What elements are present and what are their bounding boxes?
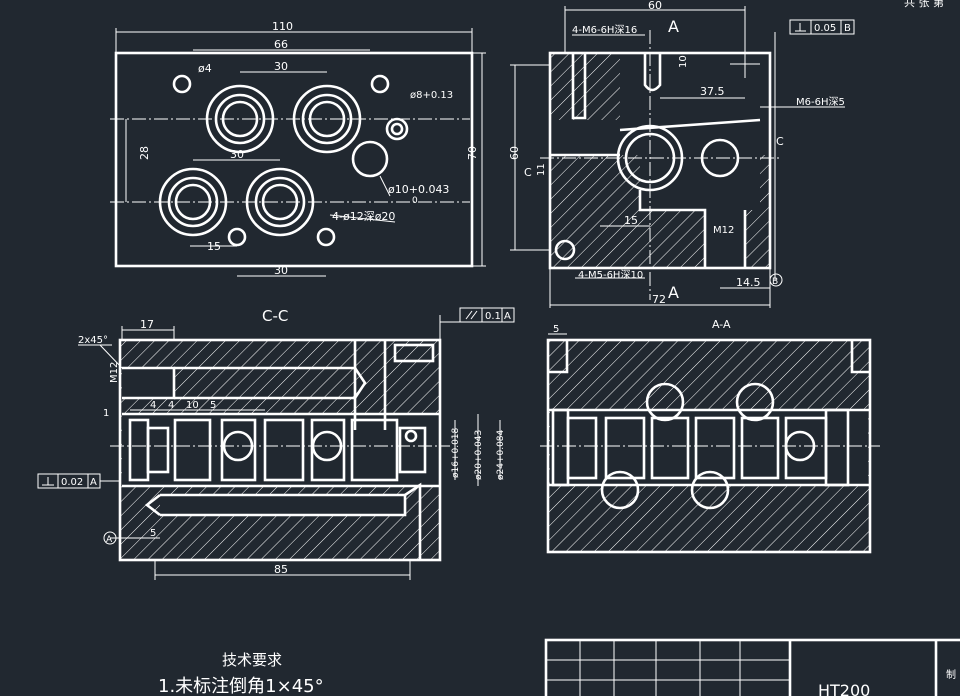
dowel-hole [385, 117, 409, 141]
dim-dowel: ø8+0.13 [410, 90, 453, 101]
dim-counterbore: 4-ø12深ø20 [332, 210, 395, 223]
dim-aa-5: 5 [553, 324, 559, 335]
dim-bottom-30: 30 [274, 264, 288, 277]
title-block: HT200 制 [544, 638, 960, 696]
dim-cc-10: 10 [186, 400, 199, 411]
tech-req-item-1: 1.未标注倒角1×45° [158, 676, 324, 696]
dim-dia-20: ø20+0.043 [474, 430, 484, 480]
dim-overall-width: 110 [272, 20, 293, 33]
gdt-parallel-value: 0.1 [485, 311, 501, 322]
port-circle [600, 470, 640, 510]
dim-side-15: 15 [624, 214, 638, 227]
thread-callout-m6: 4-M6-6H深16 [572, 24, 637, 36]
thread-callout-m6-5: M6-6H深5 [796, 96, 845, 108]
sheet-count-label: 共 张 第 [904, 0, 944, 9]
section-aa-title: A-A [712, 318, 731, 331]
side-view: 0.05 B B 60 4-M6-6H深16 10 37.5 M6-6H深5 6… [508, 0, 855, 308]
dim-overall-height: 70 [466, 146, 479, 160]
dim-side-width: 60 [648, 0, 662, 12]
dim-37-5: 37.5 [700, 85, 725, 98]
pin-hole [370, 74, 390, 94]
dim-10: 10 [678, 55, 689, 68]
dim-pin-dia: ø4 [198, 62, 212, 75]
dim-bore-10-lower: 0 [412, 196, 418, 206]
dim-bore-10: ø10+0.043 [388, 183, 449, 196]
gdt-datum-b: B [844, 23, 851, 34]
thread-m12-cc: M12 [109, 362, 120, 383]
gdt-perp-value: 0.05 [814, 23, 836, 34]
section-mark-a-top: A [668, 17, 679, 36]
dim-15: 15 [207, 240, 221, 253]
dim-cc-4b: 4 [168, 400, 174, 411]
section-cc-title: C-C [262, 307, 288, 325]
gdt-perp-cc-datum: A [90, 477, 97, 488]
section-mark-c-right: C [776, 135, 784, 148]
pin-hole [227, 227, 247, 247]
dim-cc-85: 85 [274, 563, 288, 576]
dim-side-72: 72 [652, 293, 666, 306]
dim-cc-4a: 4 [150, 400, 156, 411]
dim-hole-spacing: 66 [274, 38, 288, 51]
pin-hole [172, 74, 192, 94]
port-circle [735, 382, 775, 422]
datum-b-marker: B [772, 277, 778, 287]
thread-m12: M12 [713, 225, 734, 236]
chamfer-2x45: 2x45° [78, 335, 108, 346]
gdt-datum-a: A [504, 311, 511, 322]
dim-cc-17: 17 [140, 318, 154, 331]
dim-cc-1: 1 [103, 408, 109, 419]
dim-mid-pitch: 30 [230, 148, 244, 161]
title-block-partial: 制 [946, 668, 956, 681]
top-view: 110 66 30 ø4 ø8+0.13 28 30 70 ø10+0.043 … [110, 20, 486, 277]
dim-pitch: 30 [274, 60, 288, 73]
material-label: HT200 [818, 681, 870, 696]
dim-cc-bottom-5: 5 [150, 528, 156, 539]
dim-side-height: 60 [508, 146, 521, 160]
technical-requirements: 技术要求 1.未标注倒角1×45° [158, 651, 324, 696]
dim-dia-16: ø16+0.018 [451, 427, 461, 478]
dim-cc-5: 5 [210, 400, 216, 411]
dim-14-5: 14.5 [736, 276, 761, 289]
tech-req-heading: 技术要求 [222, 651, 282, 669]
port-circle [645, 382, 685, 422]
gdt-perp-cc-value: 0.02 [61, 477, 83, 488]
dim-vertical-pitch: 28 [138, 146, 151, 160]
section-aa-view: A-A 5 [540, 318, 880, 554]
thread-callout-m5: 4-M5-6H深10 [578, 269, 643, 281]
section-mark-c-left: C [524, 166, 532, 179]
bore-10 [351, 140, 389, 178]
section-cc-view: C-C [37, 307, 515, 580]
pin-hole [316, 227, 336, 247]
dim-11: 11 [536, 163, 547, 176]
dim-dia-24: ø24+0.084 [496, 429, 506, 480]
section-mark-a-bottom: A [668, 283, 679, 302]
port-circle [690, 470, 730, 510]
datum-a-marker: A [106, 535, 113, 545]
